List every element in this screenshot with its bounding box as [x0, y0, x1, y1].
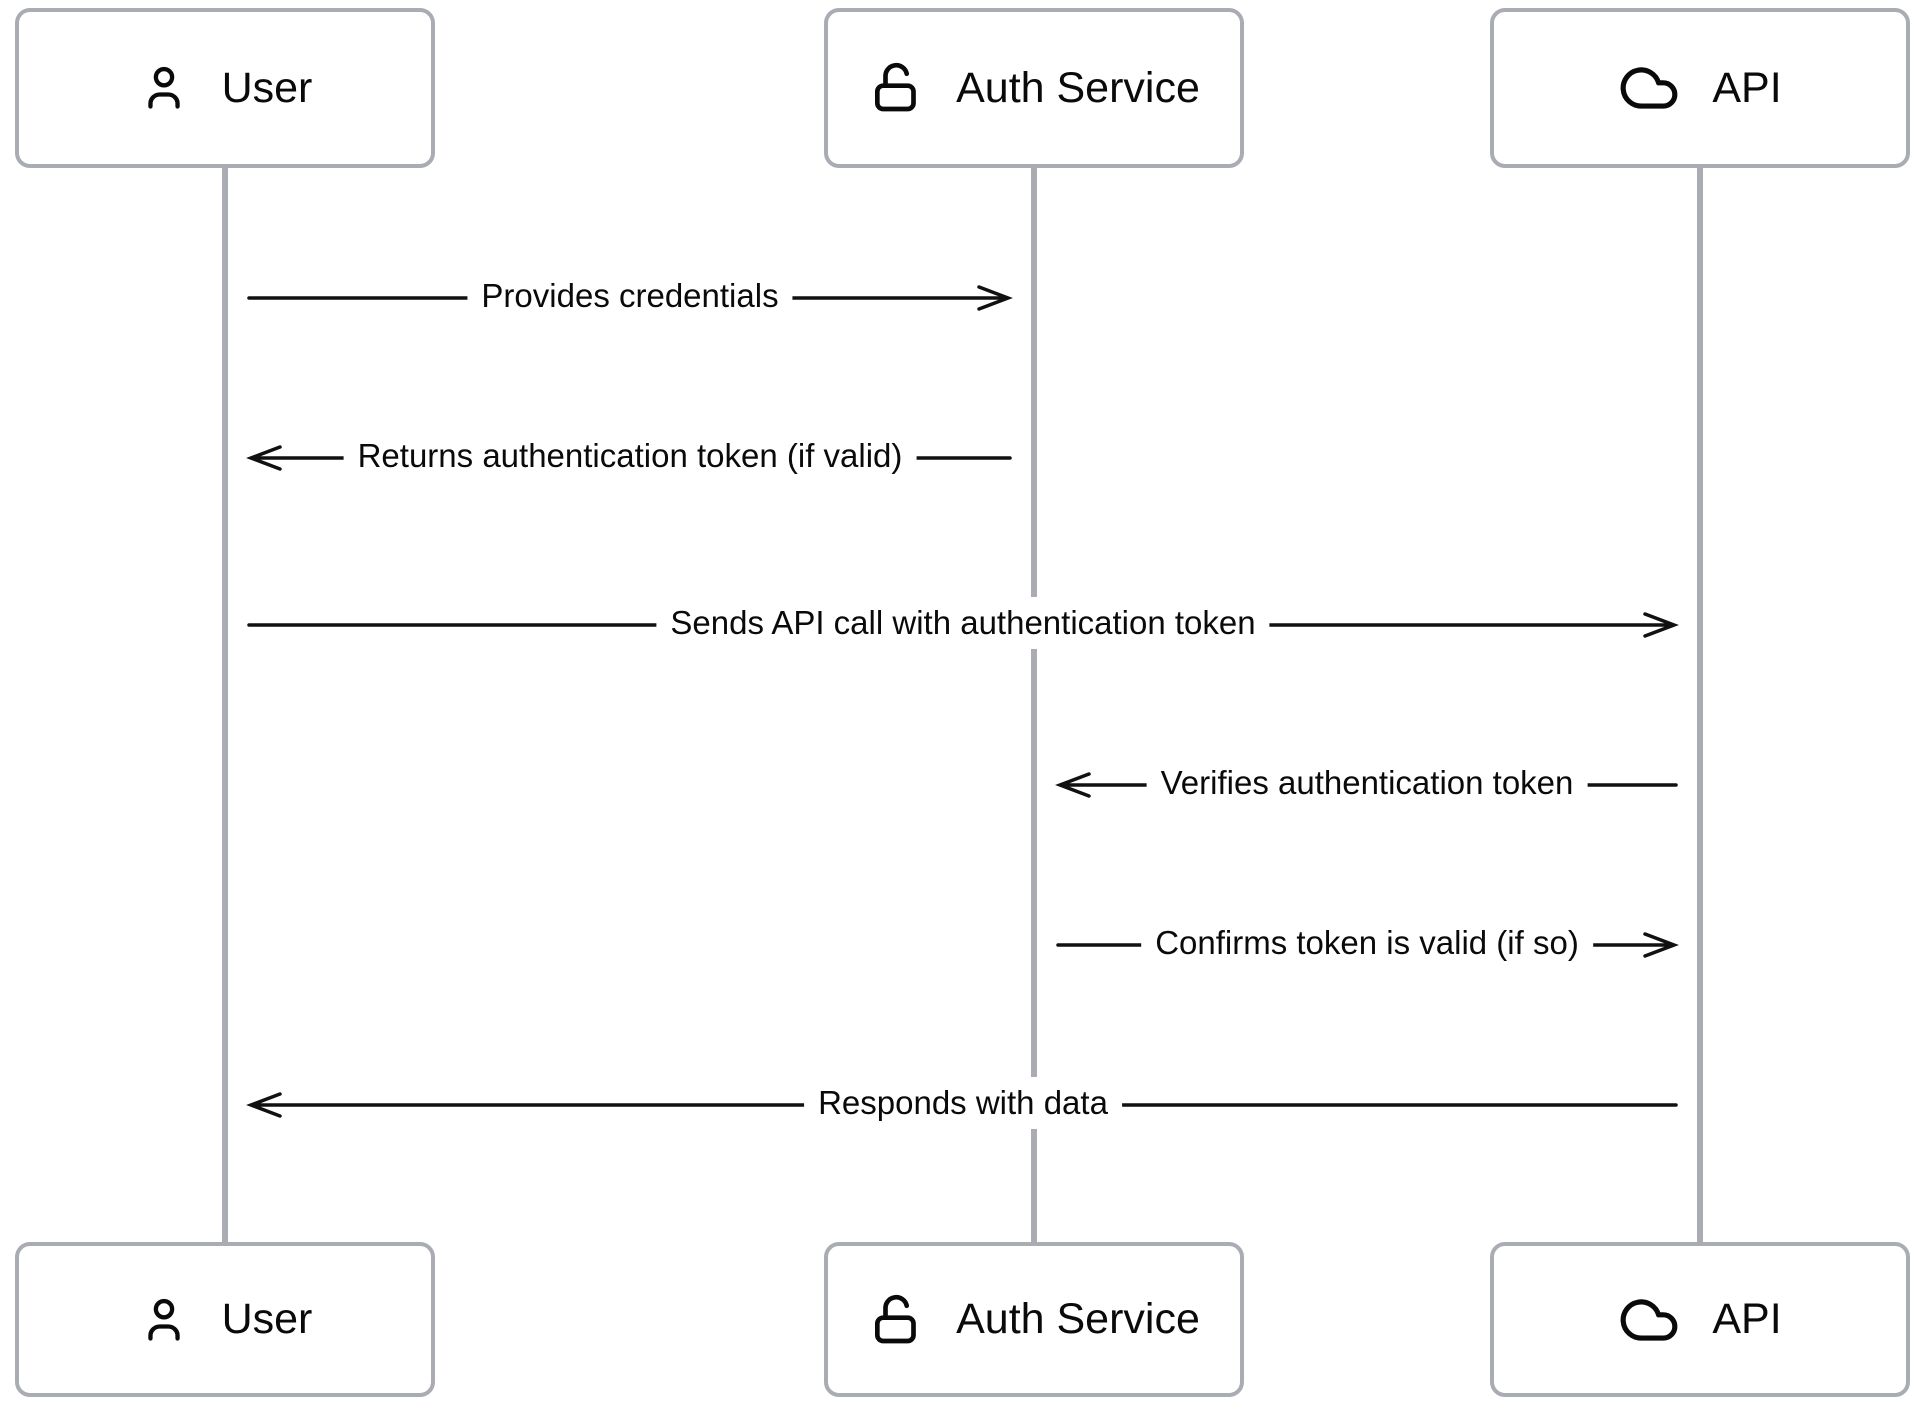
lifeline-user — [222, 166, 228, 1244]
actor-label: Auth Service — [956, 1295, 1200, 1343]
actor-label: API — [1712, 63, 1782, 112]
cloud-icon — [1618, 1289, 1680, 1351]
message-label: Confirms token is valid (if so) — [1141, 916, 1593, 969]
actor-box-api-bottom: API — [1490, 1242, 1910, 1397]
user-icon — [138, 1294, 190, 1346]
message-label: Returns authentication token (if valid) — [343, 429, 917, 482]
unlock-icon — [868, 60, 924, 116]
lifeline-api — [1697, 166, 1703, 1244]
lifeline-auth-service — [1031, 166, 1037, 1244]
actor-box-auth-bottom: Auth Service — [824, 1242, 1244, 1397]
actor-box-api-top: API — [1490, 8, 1910, 168]
actor-box-user-top: User — [15, 8, 435, 168]
user-icon — [138, 62, 190, 114]
cloud-icon — [1618, 57, 1680, 119]
unlock-icon — [868, 1292, 924, 1348]
actor-box-user-bottom: User — [15, 1242, 435, 1397]
message-label: Verifies authentication token — [1146, 756, 1588, 809]
actor-label: User — [221, 1295, 313, 1343]
actor-box-auth-top: Auth Service — [824, 8, 1244, 168]
actor-label: Auth Service — [956, 63, 1200, 112]
actor-label: User — [221, 63, 313, 112]
actor-label: API — [1712, 1295, 1782, 1343]
message-label: Responds with data — [804, 1076, 1122, 1129]
message-label: Sends API call with authentication token — [656, 596, 1270, 649]
message-label: Provides credentials — [467, 269, 793, 322]
